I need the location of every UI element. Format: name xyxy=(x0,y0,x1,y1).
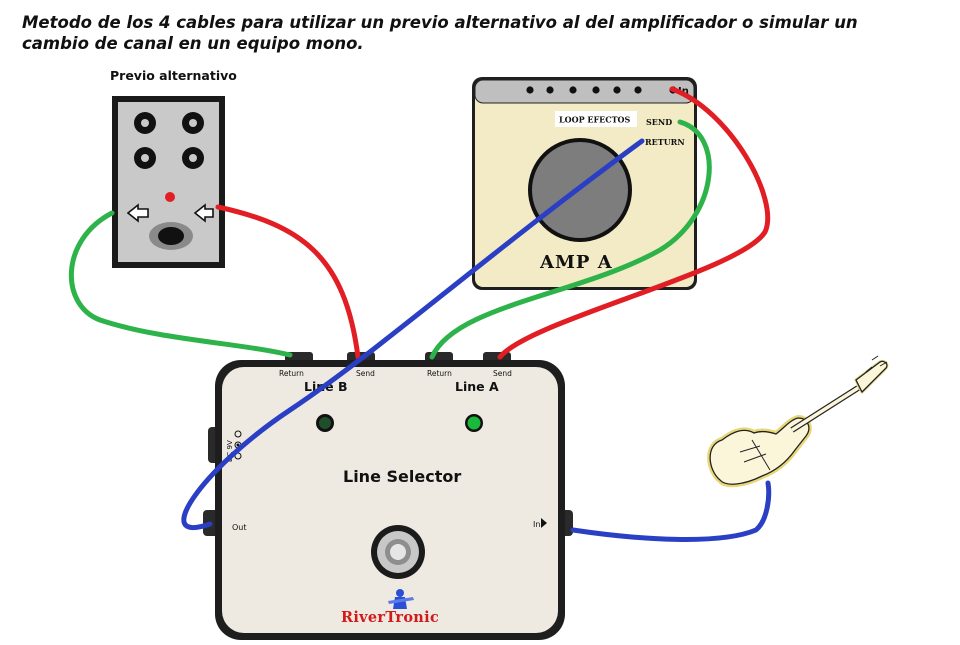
line-a-send-label: Send xyxy=(493,369,512,378)
title-line-2: cambio de canal en un equipo mono. xyxy=(22,34,364,53)
cable-green-preamp-to-line-b-return xyxy=(68,210,293,358)
title-line-1: Metodo de los 4 cables para utilizar un … xyxy=(22,13,858,32)
preamp-knob xyxy=(182,112,204,134)
cable-red-amp-input-to-line-a-send xyxy=(497,86,771,360)
selector-out-label: Out xyxy=(232,523,247,532)
brand-logo: RiverTronic xyxy=(341,609,439,626)
preamp-knob xyxy=(134,147,156,169)
preamp-input-arrow-icon xyxy=(126,203,149,223)
preamp-knob xyxy=(134,112,156,134)
preamp-output-arrow-icon xyxy=(193,203,214,223)
cable-blue-line-selector-out-to-amp-return xyxy=(181,138,645,531)
selector-in-arrow-icon xyxy=(541,518,547,528)
line-a-label: Line A xyxy=(455,379,499,394)
line-b-return-label: Return xyxy=(279,369,304,378)
amp-send-label: SEND xyxy=(646,117,672,127)
preamp-label: Previo alternativo xyxy=(110,68,237,83)
selector-name: Line Selector xyxy=(343,467,461,486)
selector-footswitch[interactable] xyxy=(371,525,425,579)
dc-jack-label: DC 9V xyxy=(226,440,234,462)
preamp-pedal xyxy=(112,96,225,268)
cable-green-amp-send-to-line-a-return xyxy=(429,119,712,360)
amp-return-label: RETURN xyxy=(645,137,685,147)
line-a-led xyxy=(465,414,483,432)
preamp-knob xyxy=(182,147,204,169)
line-b-send-label: Send xyxy=(356,369,375,378)
amp-panel-knobs xyxy=(526,86,642,94)
amp-control-panel xyxy=(474,79,695,104)
brand-guitarist-icon xyxy=(388,589,414,609)
guitar-icon xyxy=(707,355,889,488)
line-a-return-label: Return xyxy=(427,369,452,378)
diagram-title: Metodo de los 4 cables para utilizar un … xyxy=(22,12,922,54)
line-b-led xyxy=(316,414,334,432)
preamp-led xyxy=(165,192,175,202)
cable-blue-guitar-to-selector-in xyxy=(570,480,772,542)
amp-name: AMP A xyxy=(539,252,613,273)
cable-red-preamp-to-line-b-send xyxy=(215,204,361,360)
line-selector-pedal: Return Send Return Send Line B Line A Li… xyxy=(203,352,573,640)
amp-loop-label: LOOP EFECTOS xyxy=(559,115,631,125)
selector-in-label: In xyxy=(533,520,540,529)
